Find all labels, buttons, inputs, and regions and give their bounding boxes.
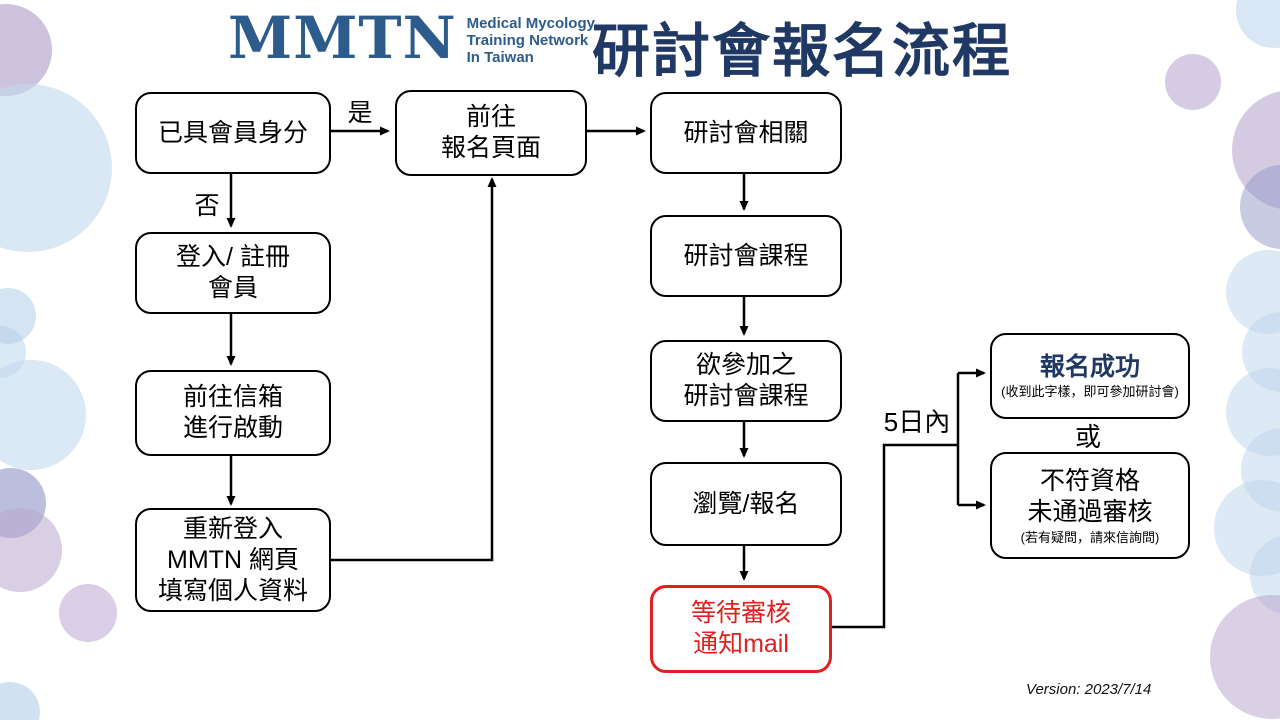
not-qualified-note: (若有疑問，請來信詢問) (1020, 529, 1160, 545)
decorative-circle (0, 84, 112, 252)
decorative-circle (0, 682, 40, 720)
decorative-circle (1210, 595, 1280, 719)
version-text: Version: 2023/7/14 (1026, 681, 1152, 698)
node-wait-review-mail: 等待審核 通知mail (650, 585, 832, 673)
node-login-register: 登入/ 註冊 會員 (135, 232, 331, 314)
node-seminar-related: 研討會相關 (650, 92, 842, 174)
node-relogin-fill-profile: 重新登入 MMTN 網頁 填寫個人資料 (135, 508, 331, 612)
not-qualified-text: 不符資格 未通過審核 (1027, 466, 1153, 526)
mmtn-logo-acronym: MMTN (228, 4, 457, 72)
node-member-status: 已具會員身分 (135, 92, 331, 174)
logo-subtitle-line: Medical Mycology (466, 14, 595, 32)
edge-label-no: 否 (194, 192, 220, 220)
decorative-circle (1165, 54, 1221, 110)
node-browse-register: 瀏覽/報名 (650, 462, 842, 546)
decorative-circle (0, 4, 52, 96)
decorative-circle (0, 360, 86, 470)
node-register-success: 報名成功 (收到此字樣，即可參加研討會) (990, 333, 1190, 419)
node-desired-courses: 欲參加之 研討會課程 (650, 340, 842, 422)
mmtn-logo: MMTN Medical Mycology Training Network I… (228, 6, 595, 70)
decorative-circle (59, 584, 117, 642)
node-not-qualified: 不符資格 未通過審核 (若有疑問，請來信詢問) (990, 452, 1190, 559)
logo-subtitle-line: In Taiwan (466, 48, 534, 66)
decorative-circle (1236, 0, 1280, 48)
edge-label-or: 或 (1074, 422, 1101, 452)
logo-subtitle-line: Training Network (466, 31, 589, 49)
edge-label-within-5-days: 5日內 (883, 407, 951, 437)
mmtn-logo-subtitle: Medical Mycology Training Network In Tai… (467, 11, 595, 66)
node-mailbox-activate: 前往信箱 進行啟動 (135, 370, 331, 456)
edge-label-yes: 是 (347, 99, 373, 127)
decorative-circle (0, 508, 62, 592)
node-seminar-courses: 研討會課程 (650, 215, 842, 297)
page-title: 研討會報名流程 (592, 19, 1013, 84)
register-success-note: (收到此字樣，即可參加研討會) (1001, 384, 1179, 399)
node-go-register-page: 前往 報名頁面 (395, 90, 587, 176)
register-success-title: 報名成功 (1039, 353, 1140, 381)
